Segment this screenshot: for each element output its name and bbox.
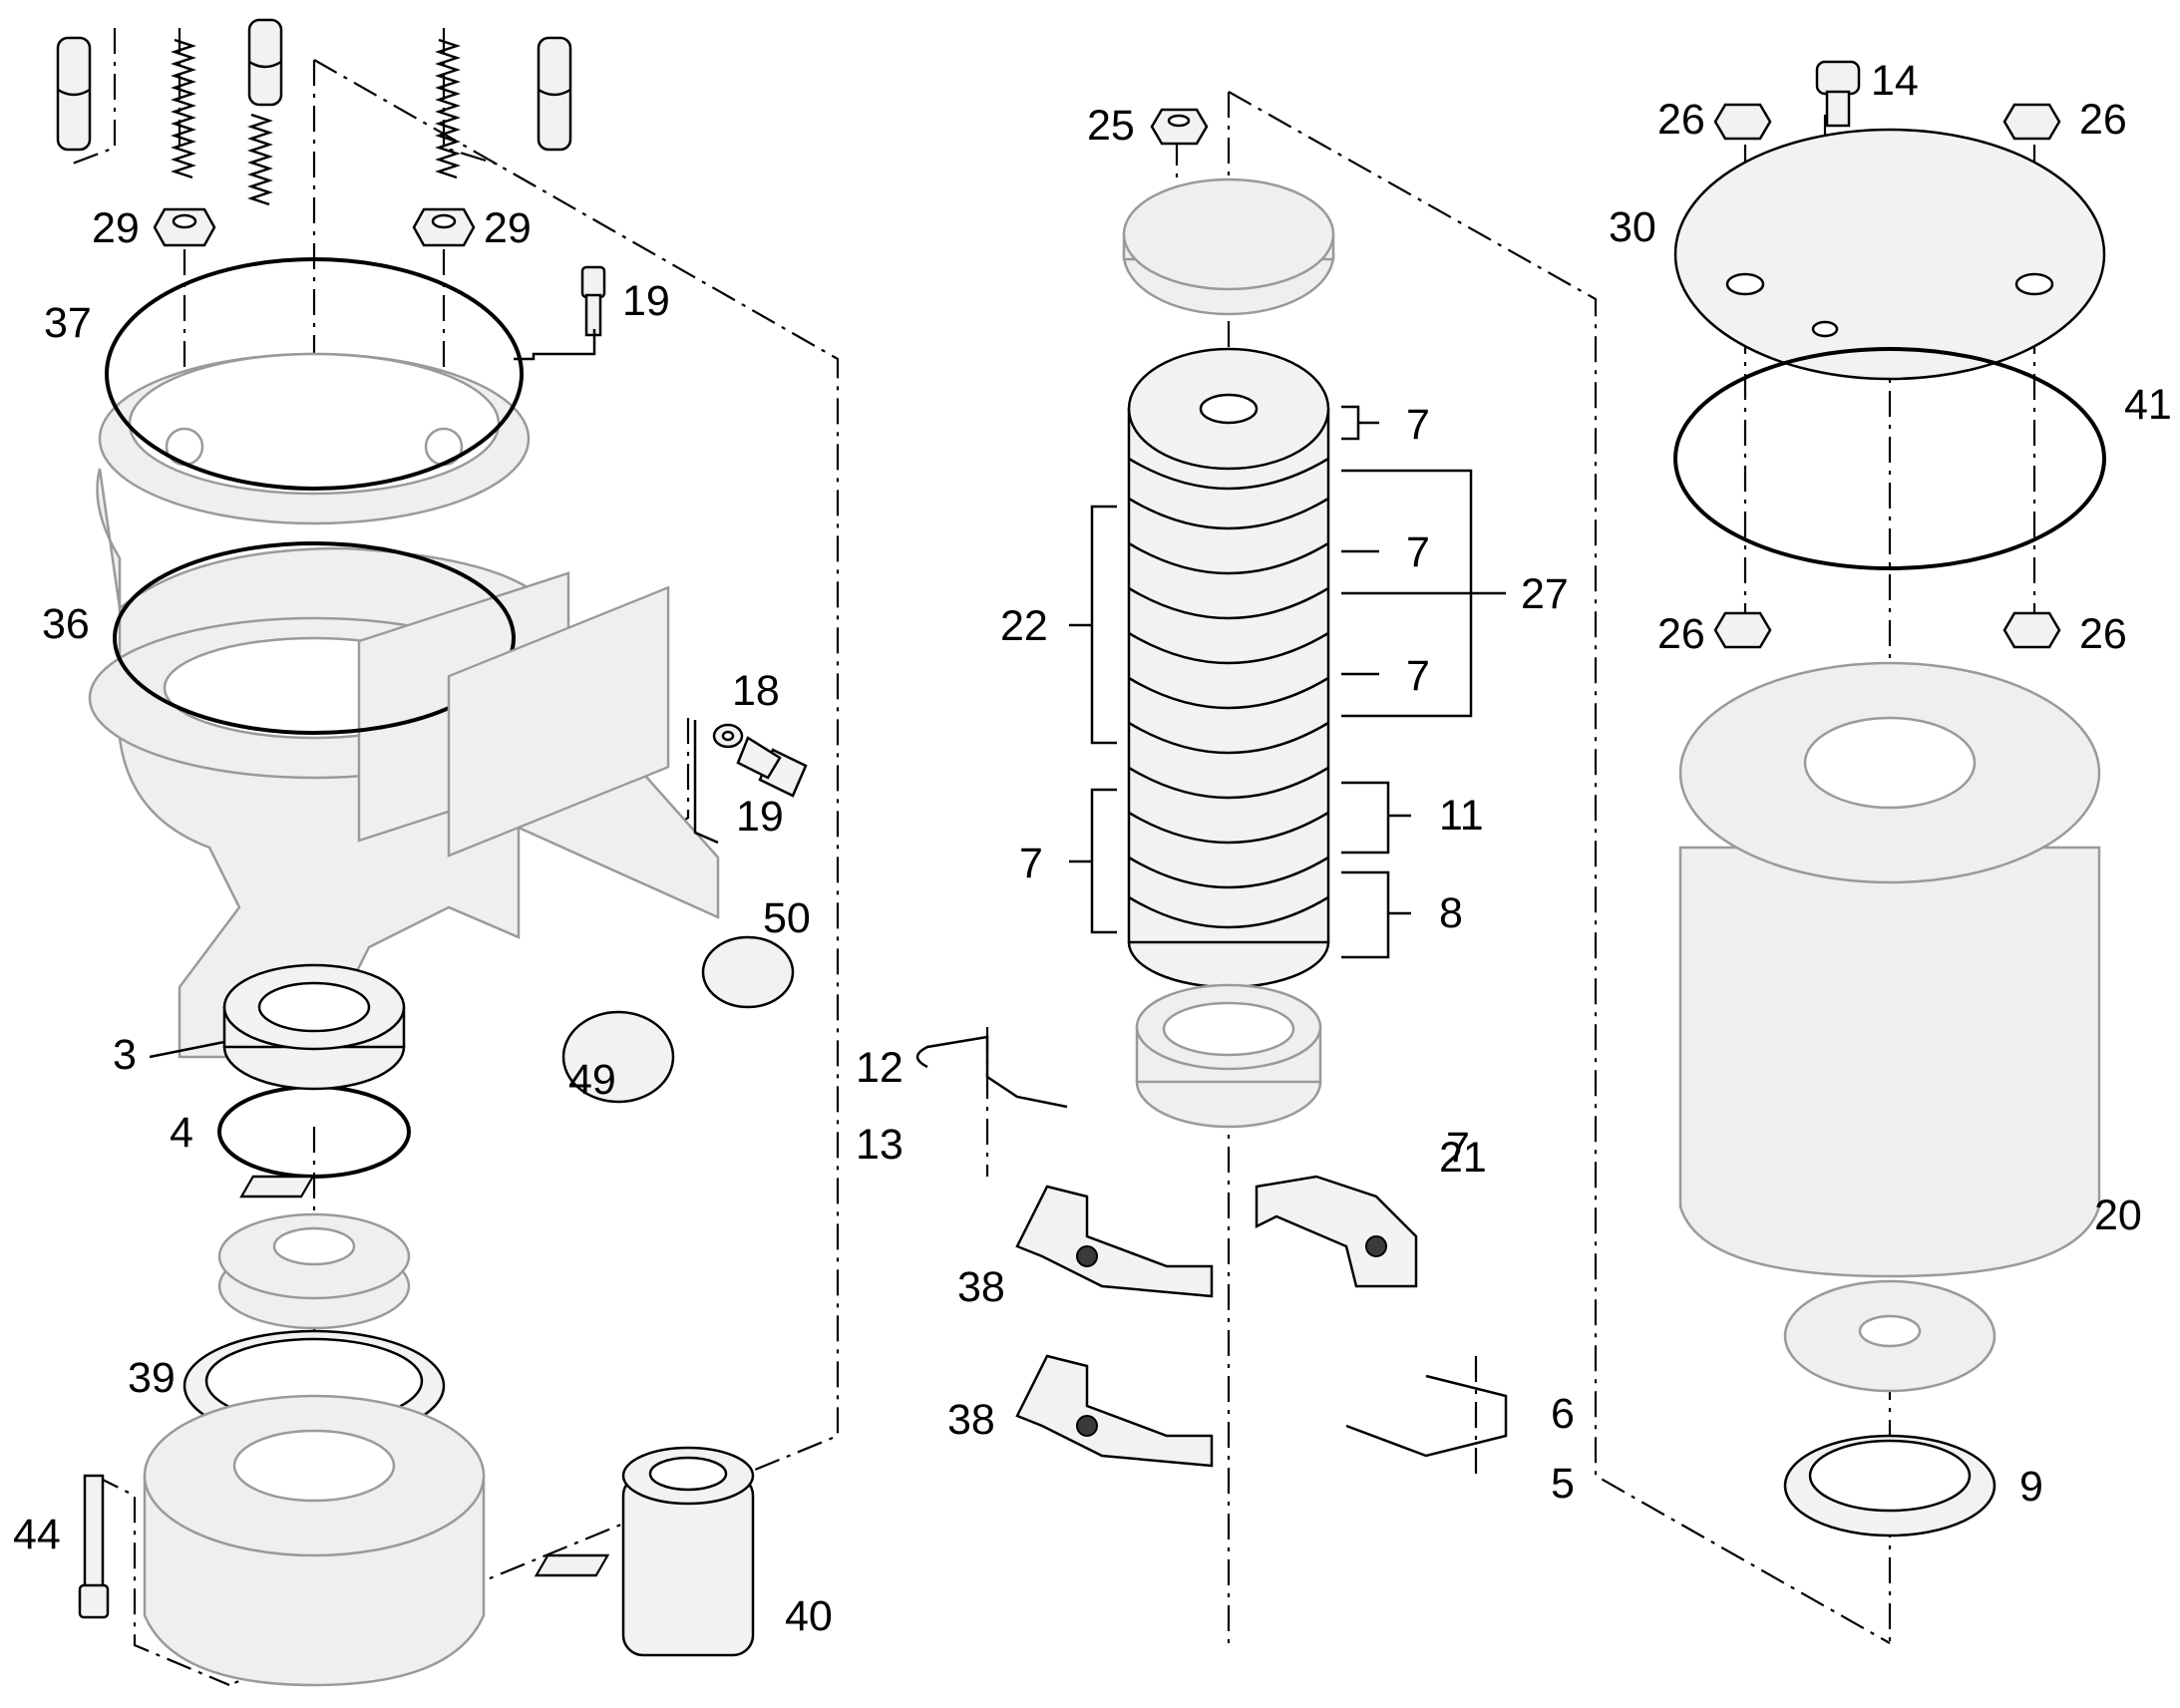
callout-29a: 29 [92,204,140,252]
callout-26b: 26 [2079,96,2127,144]
cable-gland-icon [447,585,795,1657]
nut-icon [1150,103,2061,649]
callout-3: 3 [113,1031,137,1079]
housing-icon [143,1212,486,1687]
callout-41: 41 [2124,381,2172,429]
callout-27: 27 [1521,570,1569,618]
callout-6: 6 [1551,1390,1575,1438]
callout-12: 12 [856,1044,904,1092]
bracket-lines [149,329,1506,1059]
callout-9: 9 [2019,1463,2043,1511]
callout-30: 30 [1609,203,1656,251]
callout-21: 21 [1439,1134,1487,1182]
callout-14: 14 [1871,57,1919,105]
callout-13: 13 [856,1121,904,1169]
callout-19b: 19 [736,793,784,841]
callout-4: 4 [170,1109,193,1157]
callout-22: 22 [1000,602,1048,650]
callout-29b: 29 [484,204,532,252]
spring-icon [171,38,461,206]
callout-36: 36 [42,600,90,648]
brush-holder-icon [239,1035,1508,1577]
callout-7e: 7 [1446,1124,1470,1172]
washer-icon [712,723,744,749]
bearing-icon [222,963,406,1091]
callout-5: 5 [1551,1460,1575,1508]
callout-44: 44 [13,1511,61,1558]
callout-38b: 38 [947,1396,995,1444]
callout-7a: 7 [1406,401,1430,449]
cover-icon [1673,128,2106,570]
callout-11: 11 [1439,792,1484,840]
housing-icon [88,352,720,1059]
callout-50: 50 [763,894,811,942]
callout-8: 8 [1439,889,1463,937]
callout-38a: 38 [957,1263,1005,1311]
callout-39: 39 [128,1354,176,1402]
callout-18: 18 [732,667,780,715]
drum-icon [1678,661,2101,1537]
callout-labels: 3 4 5 6 7 7 7 7 7 8 9 11 12 13 14 18 19 … [13,57,2172,1640]
callout-25: 25 [1087,102,1135,150]
sleeve-icon [56,18,572,152]
callout-7d: 7 [1019,840,1043,887]
callout-7c: 7 [1406,652,1430,700]
callout-49: 49 [568,1056,616,1104]
callout-26c: 26 [1657,610,1705,658]
slip-ring-icon [1122,177,1335,1129]
callout-37: 37 [44,299,92,347]
bolt-icon [78,60,1861,1619]
callout-19a: 19 [622,277,670,325]
nut-icon [153,207,476,247]
callout-40: 40 [785,1592,833,1640]
callout-7b: 7 [1406,528,1430,576]
callout-26d: 26 [2079,610,2127,658]
callout-20: 20 [2094,1192,2142,1239]
ring-icon [105,257,524,1179]
callout-26a: 26 [1657,96,1705,144]
